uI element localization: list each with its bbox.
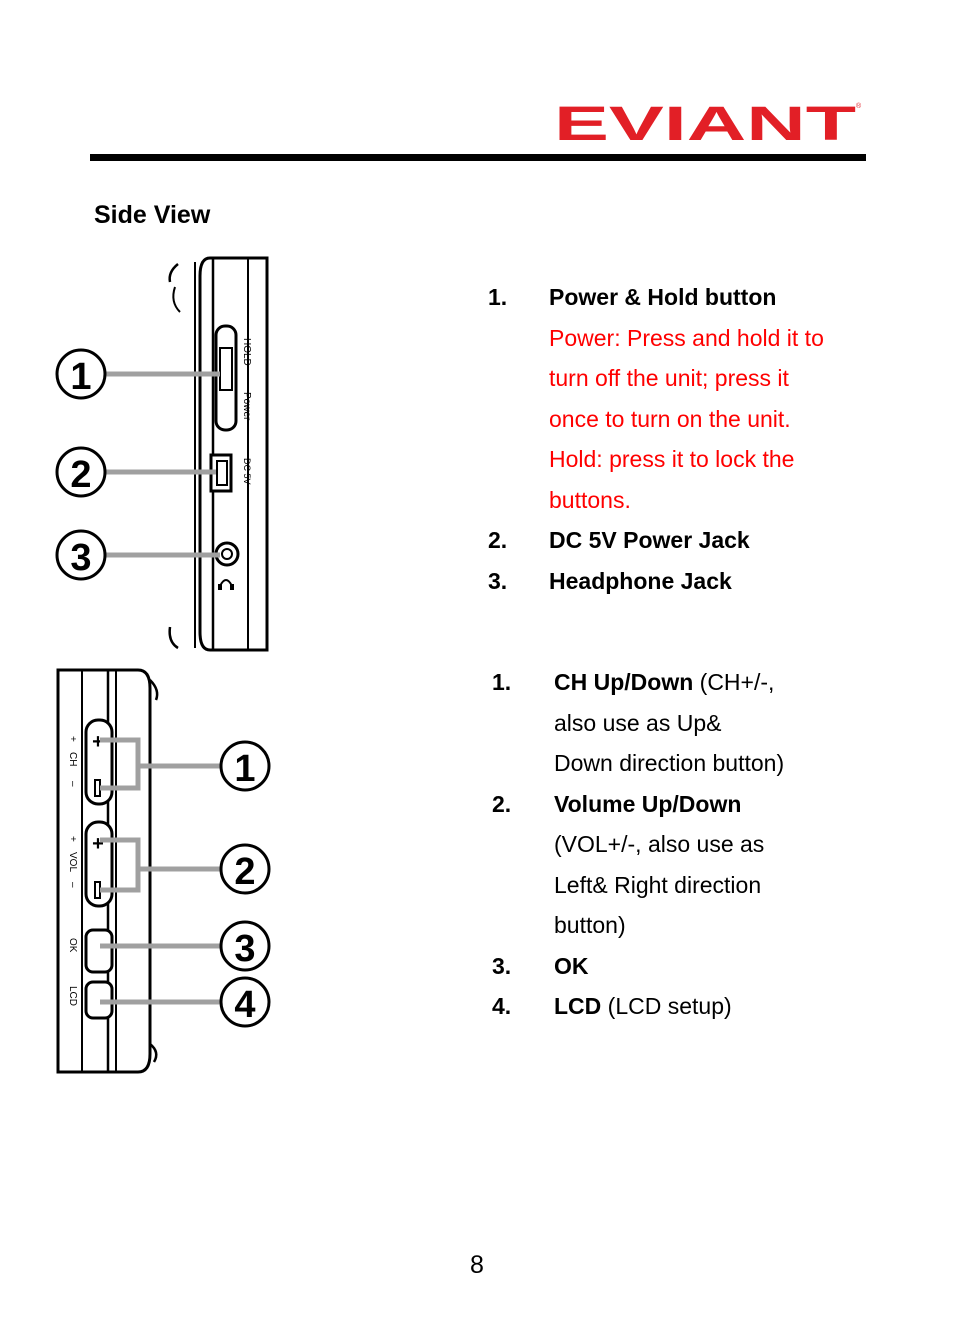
- list-item-lcd: 4. LCD (LCD setup): [492, 993, 732, 1019]
- item-desc-line: Power: Press and hold it to: [549, 324, 824, 351]
- dc-label: DC 5V: [242, 458, 252, 485]
- list-item-volume: 2. Volume Up/Down (VOL+/-, also use as L…: [492, 784, 892, 946]
- callout-1: 1: [55, 348, 107, 400]
- callout-2: 2: [55, 446, 107, 498]
- item-desc-line: also use as Up&: [554, 709, 722, 736]
- svg-text:EVIANT: EVIANT: [554, 100, 856, 146]
- section-title: Side View: [94, 201, 211, 229]
- item-desc-line: Left& Right direction: [554, 871, 762, 898]
- item-title: DC 5V Power Jack: [549, 527, 750, 553]
- headphone-icon: [218, 579, 234, 590]
- svg-text:1: 1: [70, 356, 91, 398]
- item-desc-line: Hold: press it to lock the: [549, 446, 795, 472]
- svg-text:3: 3: [234, 928, 255, 970]
- header-rule: [90, 154, 866, 161]
- side-view-list-bottom: 1. CH Up/Down (CH+/-, also use as Up& Do…: [492, 662, 892, 1027]
- svg-text:+: +: [67, 836, 78, 842]
- item-desc-line: Down direction button): [554, 750, 785, 776]
- item-title: OK: [554, 952, 589, 979]
- item-desc-line: buttons.: [549, 486, 631, 513]
- list-item-ch: 1. CH Up/Down (CH+/-, also use as Up& Do…: [492, 662, 892, 784]
- list-item-power-hold: 1. Power & Hold button Power: Press and …: [488, 277, 888, 520]
- callout-3: 3: [55, 529, 107, 581]
- item-title: CH Up/Down: [554, 669, 694, 695]
- side-view-list-top: 1. Power & Hold button Power: Press and …: [488, 277, 888, 601]
- page-number: 8: [470, 1251, 484, 1279]
- side-view-figure-top: HOLD Power DC 5V 1 2 3: [55, 256, 269, 652]
- item-title: Volume Up/Down: [554, 790, 742, 817]
- svg-text:1: 1: [234, 748, 255, 790]
- eviant-logo: EVIANT ®: [554, 100, 862, 146]
- item-title: Power & Hold button: [549, 284, 777, 310]
- item-title: LCD: [554, 993, 602, 1019]
- item-desc-line: once to turn on the unit.: [549, 405, 791, 432]
- callout-1: 1: [219, 740, 271, 792]
- list-item-dc-jack: 2. DC 5V Power Jack: [488, 520, 888, 561]
- svg-text:4: 4: [234, 984, 255, 1026]
- svg-text:+: +: [92, 731, 104, 753]
- list-item-headphone-jack: 3. Headphone Jack: [488, 561, 888, 602]
- power-label: Power: [241, 392, 252, 421]
- item-desc-line: turn off the unit; press it: [549, 365, 789, 391]
- item-desc-line: button): [554, 912, 626, 938]
- list-item-ok: 3. OK: [492, 946, 892, 987]
- svg-text:+: +: [67, 736, 78, 742]
- svg-text:2: 2: [70, 454, 91, 496]
- callout-2: 2: [219, 843, 271, 895]
- callout-3: 3: [219, 920, 271, 972]
- ch-label: CH: [67, 752, 78, 766]
- callout-4: 4: [219, 976, 271, 1028]
- svg-text:3: 3: [70, 537, 91, 579]
- svg-text:2: 2: [234, 851, 255, 893]
- item-desc-line: (VOL+/-, also use as: [554, 831, 765, 857]
- svg-text:+: +: [92, 833, 104, 855]
- hold-label: HOLD: [241, 338, 252, 366]
- svg-text:–: –: [67, 781, 78, 787]
- vol-label: VOL: [67, 852, 78, 872]
- ok-label: OK: [67, 938, 78, 953]
- svg-text:–: –: [67, 882, 78, 888]
- side-view-figure-bottom: + CH + – + VOL + – OK LCD 1 2 3 4: [56, 668, 271, 1074]
- item-title: Headphone Jack: [549, 567, 732, 594]
- lcd-label: LCD: [67, 986, 78, 1006]
- svg-text:®: ®: [856, 102, 862, 110]
